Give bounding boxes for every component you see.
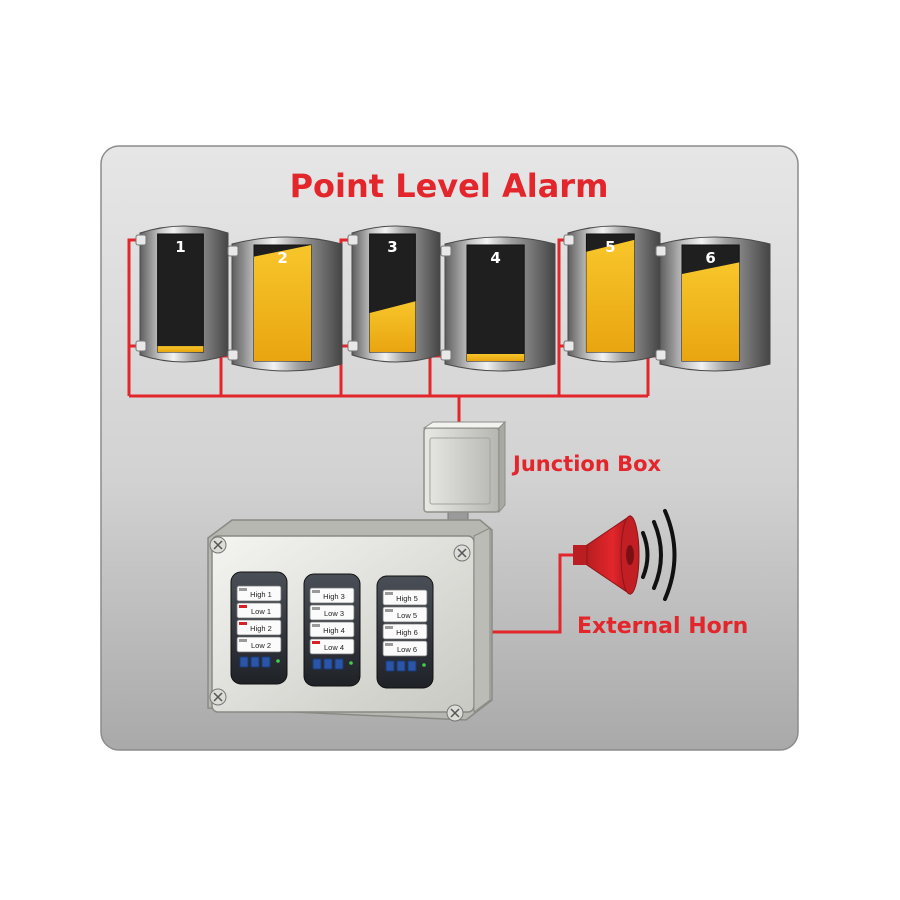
alarm-switch-label: Low 1 xyxy=(251,607,271,616)
alarm-switch-label: Low 3 xyxy=(324,609,344,618)
alarm-indicator xyxy=(239,639,247,642)
tank-group: 1 2 3 4 5 6 xyxy=(135,225,771,372)
wire-horn xyxy=(492,553,573,634)
alarm-indicator xyxy=(239,588,247,591)
level-sensor-icon xyxy=(135,340,147,352)
tank-window xyxy=(466,244,525,362)
alarm-module-3: High 5 Low 5 High 6 Low 6 xyxy=(376,575,434,689)
alarm-indicator xyxy=(239,622,247,625)
sound-waves-icon xyxy=(641,509,677,601)
module-button[interactable] xyxy=(396,660,406,672)
module-button[interactable] xyxy=(385,660,395,672)
alarm-indicator xyxy=(385,609,393,612)
alarm-switch[interactable]: Low 3 xyxy=(309,604,355,621)
alarm-switch[interactable]: Low 2 xyxy=(236,636,282,653)
level-sensor-icon xyxy=(440,349,452,361)
external-horn xyxy=(573,509,677,601)
screw-icon xyxy=(446,704,464,722)
tank-number: 3 xyxy=(387,238,397,256)
alarm-switch-label: High 6 xyxy=(396,628,418,637)
status-led-icon xyxy=(422,663,426,667)
tank-4: 4 xyxy=(440,236,556,372)
tank-number: 2 xyxy=(277,249,287,267)
module-button[interactable] xyxy=(261,656,271,668)
level-sensor-icon xyxy=(347,234,359,246)
tank-liquid xyxy=(586,239,635,352)
module-button[interactable] xyxy=(407,660,417,672)
alarm-indicator xyxy=(385,626,393,629)
alarm-indicator xyxy=(312,624,320,627)
status-led-icon xyxy=(349,661,353,665)
controller-enclosure: High 1 Low 1 High 2 Low 2 High 3 Low 3 High 4 L… xyxy=(207,519,493,722)
alarm-switch-label: Low 6 xyxy=(397,645,417,654)
alarm-indicator xyxy=(312,590,320,593)
alarm-switch[interactable]: High 1 xyxy=(236,585,282,602)
tank-1: 1 xyxy=(135,225,229,363)
alarm-switch-label: High 2 xyxy=(250,624,272,633)
junction-box-label: Junction Box xyxy=(511,452,662,476)
alarm-switch[interactable]: Low 6 xyxy=(382,640,428,657)
level-sensor-icon xyxy=(135,234,147,246)
alarm-switch-label: High 4 xyxy=(323,626,345,635)
alarm-switch[interactable]: High 5 xyxy=(382,589,428,606)
alarm-indicator xyxy=(312,641,320,644)
alarm-switch[interactable]: High 4 xyxy=(309,621,355,638)
alarm-indicator xyxy=(239,605,247,608)
alarm-modules: High 1 Low 1 High 2 Low 2 High 3 Low 3 High 4 L… xyxy=(230,571,434,689)
tank-liquid xyxy=(157,346,204,352)
module-button[interactable] xyxy=(323,658,333,670)
level-sensor-icon xyxy=(227,349,239,361)
screw-icon xyxy=(453,544,471,562)
alarm-switch-label: High 5 xyxy=(396,594,418,603)
level-sensor-icon xyxy=(440,245,452,257)
tank-3: 3 xyxy=(347,225,441,363)
screw-icon xyxy=(209,536,227,554)
alarm-switch[interactable]: High 6 xyxy=(382,623,428,640)
alarm-indicator xyxy=(385,592,393,595)
diagram-title: Point Level Alarm xyxy=(290,167,609,205)
module-button[interactable] xyxy=(239,656,249,668)
tank-liquid xyxy=(369,301,416,352)
tank-5: 5 xyxy=(563,225,661,363)
level-sensor-icon xyxy=(563,234,575,246)
module-button[interactable] xyxy=(250,656,260,668)
alarm-indicator xyxy=(312,607,320,610)
tank-number: 4 xyxy=(490,249,500,267)
alarm-switch-label: High 1 xyxy=(250,590,272,599)
level-sensor-icon xyxy=(227,245,239,257)
alarm-switch-label: High 3 xyxy=(323,592,345,601)
tank-window xyxy=(157,233,204,353)
alarm-switch[interactable]: Low 4 xyxy=(309,638,355,655)
tank-liquid xyxy=(467,354,525,361)
alarm-module-1: High 1 Low 1 High 2 Low 2 xyxy=(230,571,288,685)
alarm-switch[interactable]: Low 1 xyxy=(236,602,282,619)
tank-number: 6 xyxy=(705,249,715,267)
external-horn-label: External Horn xyxy=(577,614,748,639)
alarm-switch[interactable]: Low 5 xyxy=(382,606,428,623)
tank-2: 2 xyxy=(227,236,343,372)
alarm-switch[interactable]: High 2 xyxy=(236,619,282,636)
level-sensor-icon xyxy=(563,340,575,352)
level-sensor-icon xyxy=(347,340,359,352)
level-sensor-icon xyxy=(655,245,667,257)
alarm-module-2: High 3 Low 3 High 4 Low 4 xyxy=(303,573,361,687)
alarm-switch[interactable]: High 3 xyxy=(309,587,355,604)
level-sensor-icon xyxy=(655,349,667,361)
tank-liquid xyxy=(254,245,312,361)
tank-6: 6 xyxy=(655,236,771,372)
tank-number: 5 xyxy=(605,238,615,256)
alarm-switch-label: Low 4 xyxy=(324,643,344,652)
alarm-switch-label: Low 2 xyxy=(251,641,271,650)
screw-icon xyxy=(209,688,227,706)
tank-number: 1 xyxy=(175,238,185,256)
alarm-indicator xyxy=(385,643,393,646)
module-button[interactable] xyxy=(312,658,322,670)
module-button[interactable] xyxy=(334,658,344,670)
alarm-switch-label: Low 5 xyxy=(397,611,417,620)
tank-liquid xyxy=(682,262,740,361)
status-led-icon xyxy=(276,659,280,663)
